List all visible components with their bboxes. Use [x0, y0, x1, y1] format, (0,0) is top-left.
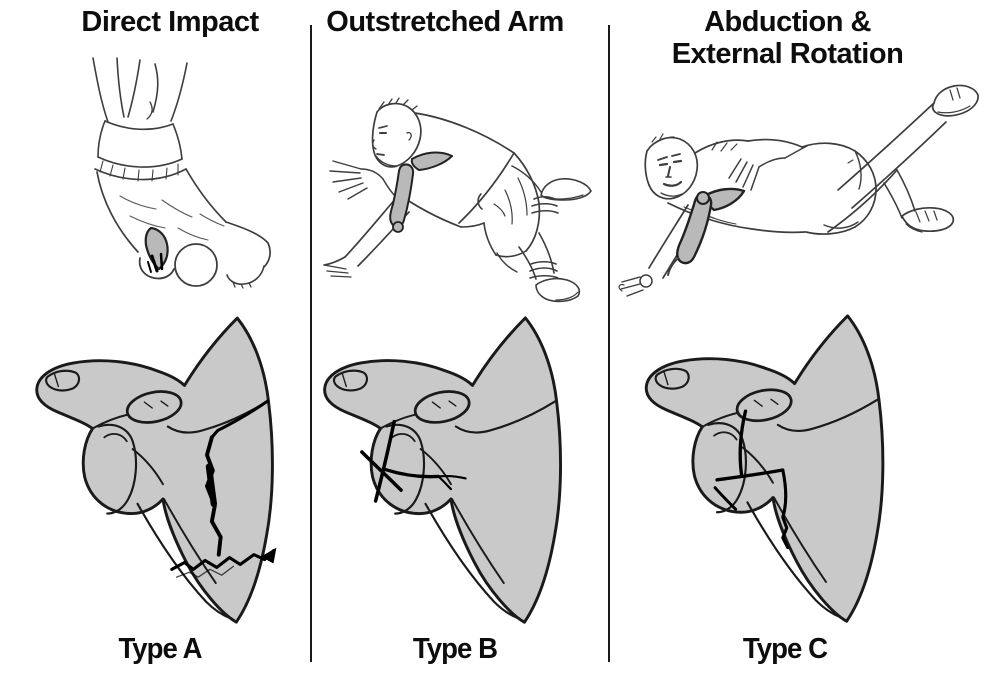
elbow-joint: [392, 221, 404, 233]
person-outstretched-arm-sketch: [323, 97, 592, 303]
humeral-head: [696, 191, 710, 205]
highlighted-humerus: [389, 163, 415, 228]
highlighted-scapula-wing: [410, 151, 453, 171]
type-c-fracture-lines: [713, 409, 790, 550]
coracoid-process: [735, 388, 793, 423]
scapula-bone: [323, 316, 562, 624]
panel-divider-1: [310, 25, 312, 662]
panel-b-title-line1: Outstretched Arm: [326, 6, 564, 38]
panel-c-title-line1: Abduction &: [704, 6, 871, 38]
type-c-label: Type C: [742, 633, 828, 665]
panel-c-title: Abduction & External Rotation: [645, 6, 930, 71]
glenoid-humeral-head: [707, 422, 747, 514]
acromion-facet: [654, 367, 690, 390]
type-b-label: Type B: [412, 633, 498, 665]
coracoid-process: [413, 390, 471, 424]
glenoid-humeral-head: [97, 423, 138, 515]
panel-c-title-line2: External Rotation: [671, 38, 904, 71]
head: [371, 102, 422, 168]
person-headfirst-sketch: [92, 57, 271, 289]
scapula-type-b-illustration: [323, 316, 562, 624]
highlighted-humerus: [676, 193, 713, 265]
panel-divider-2: [608, 25, 610, 662]
scapular-spine-line: [454, 399, 557, 434]
acromion-facet: [332, 369, 368, 392]
head: [174, 243, 218, 287]
type-b-fracture-lines: [360, 419, 467, 503]
outstretched-arm-mechanism-illustration: [323, 97, 592, 303]
type-a-label: Type A: [118, 633, 202, 665]
acromion-facet: [45, 369, 81, 392]
panel-a-title-line1: Direct Impact: [81, 6, 259, 38]
coracoid-process: [125, 390, 183, 424]
scapula-bone: [644, 314, 885, 623]
head: [644, 136, 699, 200]
glenoid-humeral-head: [385, 423, 426, 515]
scapula-type-a-illustration: [35, 316, 277, 624]
person-supine-sketch: [618, 84, 979, 297]
panel-a-title: Direct Impact: [20, 6, 320, 38]
hand: [639, 274, 653, 288]
scapular-spine-line: [776, 398, 880, 432]
scapula-bone: [35, 316, 274, 624]
direct-impact-mechanism-illustration: [92, 57, 271, 289]
abduction-external-rotation-mechanism-illustration: [618, 84, 979, 297]
type-a-fracture-lines: [170, 399, 277, 578]
scapula-type-c-illustration: [644, 314, 885, 623]
panel-b-title: Outstretched Arm: [300, 6, 590, 38]
